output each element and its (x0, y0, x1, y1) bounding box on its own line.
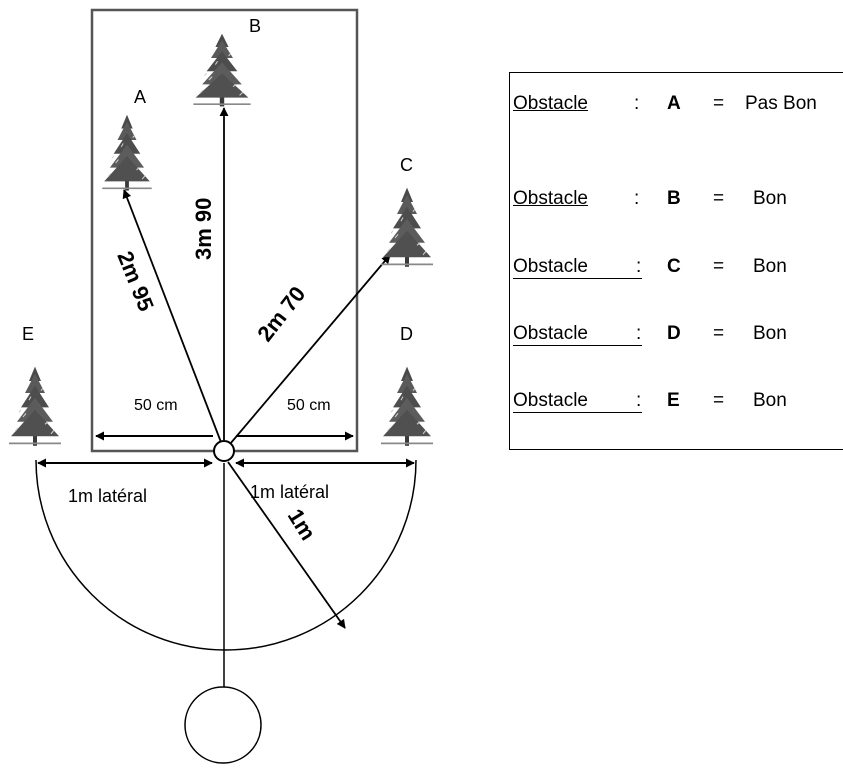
legend-colon: : (636, 390, 642, 411)
arrow-to-a (122, 189, 225, 451)
legend-letter: B (667, 188, 681, 209)
radius-semicircle (35, 459, 417, 651)
arrow-to-c (229, 254, 391, 445)
origin-point (213, 440, 235, 462)
legend-colon: : (636, 256, 642, 277)
measure-half-width-left: 50 cm (134, 397, 178, 414)
legend-status: Bon (753, 390, 787, 411)
point-label-c: C (400, 155, 413, 175)
legend-word: Obstacle (513, 390, 642, 413)
measure-half-width-right: 50 cm (287, 397, 331, 414)
legend-equals: = (713, 256, 725, 277)
point-label-e: E (22, 324, 34, 344)
legend-box: Obstacle : A = Pas Bon Obstacle : B = Bo… (509, 72, 843, 450)
tree-e-icon (8, 365, 62, 447)
legend-status: Bon (753, 323, 787, 344)
arrow-radius (227, 461, 346, 629)
legend-letter: C (667, 256, 681, 277)
legend-word: Obstacle (513, 256, 642, 279)
legend-status: Pas Bon (745, 93, 817, 114)
legend-colon: : (634, 188, 640, 209)
measure-lateral-right: 1m latéral (250, 482, 329, 502)
legend-letter: D (667, 323, 681, 344)
tree-b-icon (192, 32, 252, 108)
measure-lateral-left: 1m latéral (68, 486, 147, 506)
tree-d-icon (380, 365, 434, 447)
legend-letter: E (667, 390, 680, 411)
measure-to-c: 2m 70 (252, 282, 310, 347)
tree-c-icon (380, 186, 434, 268)
legend-status: Bon (753, 188, 787, 209)
legend-word: Obstacle (513, 93, 588, 114)
point-label-a: A (134, 87, 146, 107)
point-label-d: D (400, 324, 413, 344)
legend-word: Obstacle (513, 323, 642, 346)
legend-equals: = (713, 188, 725, 209)
start-circle (184, 686, 262, 764)
legend-equals: = (713, 390, 725, 411)
legend-word: Obstacle (513, 188, 588, 209)
legend-letter: A (667, 93, 681, 114)
measure-radius: 1m (283, 504, 321, 544)
legend-colon: : (634, 93, 640, 114)
measure-to-b: 3m 90 (191, 198, 216, 260)
tree-a-icon (101, 113, 153, 192)
point-label-b: B (249, 16, 261, 36)
legend-equals: = (713, 323, 725, 344)
measure-to-a: 2m 95 (112, 248, 159, 315)
legend-status: Bon (753, 256, 787, 277)
legend-colon: : (636, 323, 642, 344)
legend-equals: = (713, 93, 725, 114)
